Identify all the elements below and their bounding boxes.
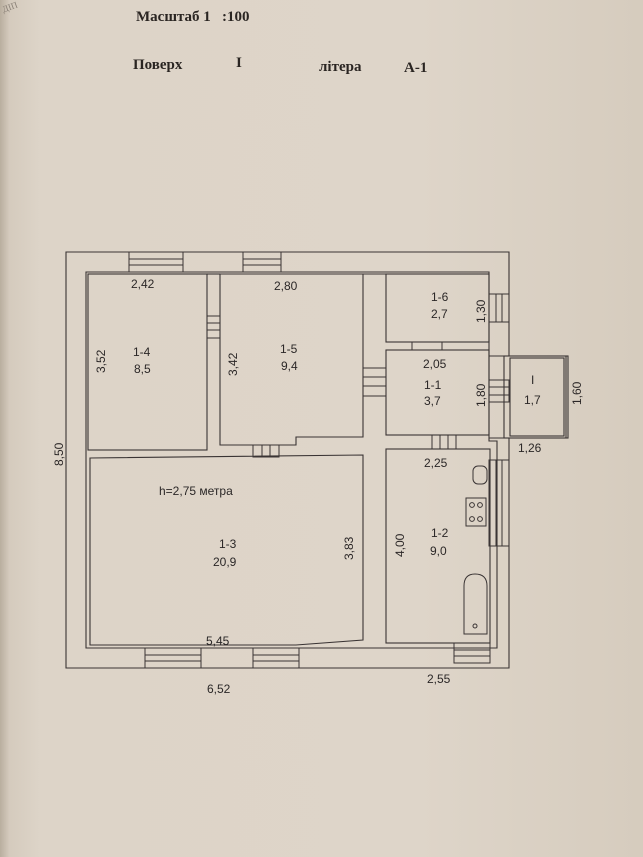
door-1-1-porch	[488, 379, 510, 403]
dimension-labels: 2,42 3,52 1-4 8,5 2,80 3,42 1-5 9,4 1-6 …	[52, 277, 584, 696]
room-1-1-width: 2,05	[423, 357, 447, 371]
room-1-6-area: 2,7	[431, 307, 448, 321]
porch-id: I	[531, 373, 534, 387]
room-1-1-area: 3,7	[424, 394, 441, 408]
outer-left-depth: 8,50	[52, 442, 66, 466]
room-1-5-id: 1-5	[280, 342, 298, 356]
room-1-3-id: 1-3	[219, 537, 237, 551]
window-1-2-bottom	[453, 642, 491, 664]
room-1-5-depth: 3,42	[226, 352, 240, 376]
room-1-3-area: 20,9	[213, 555, 237, 569]
room-1-1-id: 1-1	[424, 378, 442, 392]
porch-width: 1,26	[518, 441, 542, 455]
outer-bottom-left-width: 6,52	[207, 682, 231, 696]
room-1-4-depth: 3,52	[94, 349, 108, 373]
room-1-5-area: 9,4	[281, 359, 298, 373]
porch-depth: 1,60	[570, 381, 584, 405]
room-1-2-depth: 4,00	[393, 533, 407, 557]
room-1-6-depth: 1,30	[474, 299, 488, 323]
room-1-3-outline	[89, 454, 364, 646]
room-1-2-id: 1-2	[431, 526, 449, 540]
bathtub-icon	[463, 573, 488, 635]
window-1-6	[488, 293, 510, 323]
sink-icon	[472, 465, 488, 485]
porch-outline	[503, 355, 569, 439]
letter-label: літера	[319, 59, 362, 75]
door-1-5-1-1	[362, 367, 387, 397]
room-1-5-width: 2,80	[274, 279, 298, 293]
scale-label: Масштаб 1	[136, 9, 211, 25]
window-1-2	[488, 459, 510, 547]
room-1-2-width: 2,25	[424, 456, 448, 470]
door-openings	[206, 315, 510, 458]
room-1-3-width: 5,45	[206, 634, 230, 648]
window-1-3-left	[144, 647, 202, 669]
door-1-5-1-3	[252, 444, 280, 458]
door-1-4-1-5	[206, 315, 221, 339]
window-1-5	[242, 251, 282, 273]
room-1-4-area: 8,5	[134, 362, 151, 376]
letter-value: А-1	[404, 60, 428, 76]
room-1-2-area: 9,0	[430, 544, 447, 558]
page-fold	[0, 0, 10, 857]
window-1-3-right	[252, 647, 300, 669]
height-note: h=2,75 метра	[159, 484, 233, 498]
window-1-4	[128, 251, 184, 273]
room-1-4-outline	[87, 273, 208, 451]
door-1-1-1-2	[431, 434, 457, 450]
door-1-6-1-1	[411, 341, 443, 351]
room-1-4-id: 1-4	[133, 345, 151, 359]
floor-label: Поверх	[133, 57, 183, 73]
porch-area: 1,7	[524, 393, 541, 407]
room-1-1-depth: 1,80	[474, 383, 488, 407]
room-1-3-depth: 3,83	[342, 536, 356, 560]
windows	[128, 251, 510, 669]
room-1-6-id: 1-6	[431, 290, 449, 304]
stove-icon	[465, 497, 487, 527]
outer-bottom-right-width: 2,55	[427, 672, 451, 686]
scale-value: :100	[222, 9, 250, 25]
room-1-4-width: 2,42	[131, 277, 155, 291]
floor-value: I	[236, 55, 242, 71]
